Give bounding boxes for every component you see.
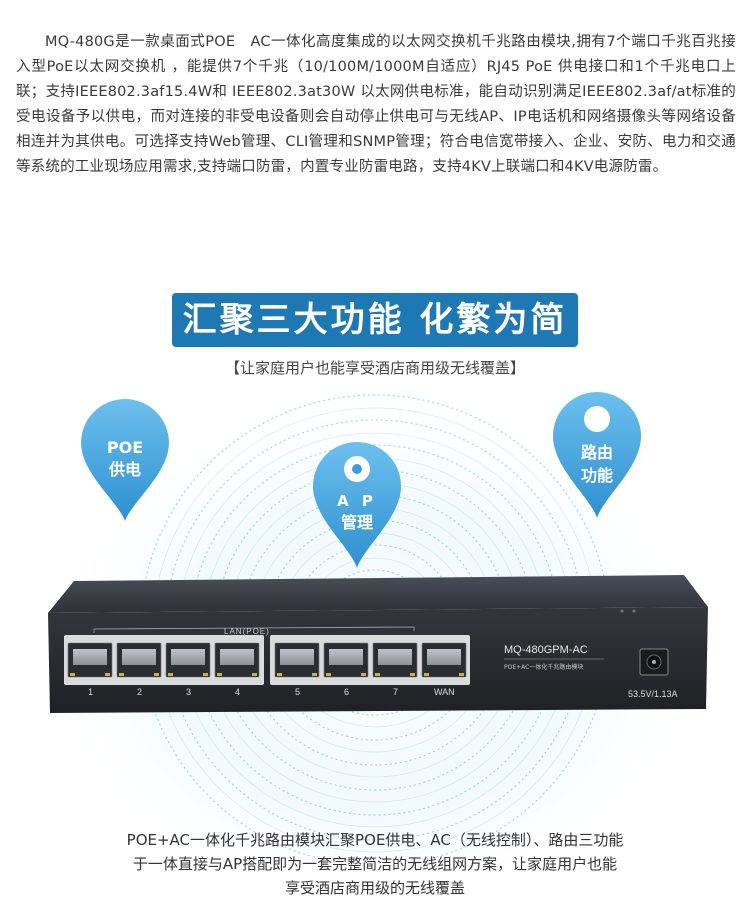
pin-label-bottom: 供电: [108, 460, 141, 479]
port-number: 7: [393, 687, 399, 697]
power-rating: 53.5V/1.13A: [628, 689, 678, 699]
map-pin-icon: [313, 442, 401, 568]
pin-label-bottom: 管理: [340, 513, 373, 532]
port-number: 3: [186, 687, 192, 697]
port-number: 1: [88, 687, 94, 697]
switch-body-graphic: [48, 575, 708, 713]
port-number: 6: [344, 687, 350, 697]
pin-label-bottom: 功能: [580, 466, 613, 485]
routing-pin-marker: 路由 功能: [551, 390, 643, 520]
port-number: 5: [295, 687, 301, 697]
ap-pin-marker: A P 管理: [311, 440, 403, 570]
pin-label-top: A P: [337, 492, 377, 510]
port-number: 4: [235, 687, 241, 697]
bottom-line: 享受酒店商用级的无线覆盖: [284, 879, 465, 897]
poe-pin-marker: POE 供电: [79, 398, 171, 523]
model-subtitle: POE+AC一体化千兆路由模块: [504, 664, 584, 671]
pin-label-top: 路由: [580, 443, 613, 462]
bottom-description: POE+AC一体化千兆路由模块汇聚POE供电、AC（无线控制）、路由三功能 于一…: [0, 828, 750, 900]
bottom-line: 于一体直接与AP搭配即为一套完整简洁的无线组网方案，让家庭用户也能: [132, 855, 618, 873]
bottom-line: POE+AC一体化千兆路由模块汇聚POE供电、AC（无线控制）、路由三功能: [126, 831, 624, 849]
feature-subtitle: 【让家庭用户也能享受酒店商用级无线覆盖】: [224, 359, 525, 377]
map-pin-icon: [553, 392, 641, 518]
port-number: 2: [137, 687, 143, 697]
wan-port-label: WAN: [434, 687, 455, 697]
product-description: MQ-480G是一款桌面式POE AC一体化高度集成的以太网交换机千兆路由模块,…: [16, 34, 736, 175]
pin-label-top: POE: [106, 438, 144, 457]
switch-device: LAN(POE) 1 2 3 4 5 6 7 WAN MQ-480GPM-AC …: [44, 573, 710, 718]
feature-title: 汇聚三大功能 化繁为简: [172, 293, 578, 347]
model-name: MQ-480GPM-AC: [504, 644, 588, 656]
map-pin-icon: [81, 399, 169, 521]
lan-poe-label: LAN(POE): [224, 627, 270, 636]
